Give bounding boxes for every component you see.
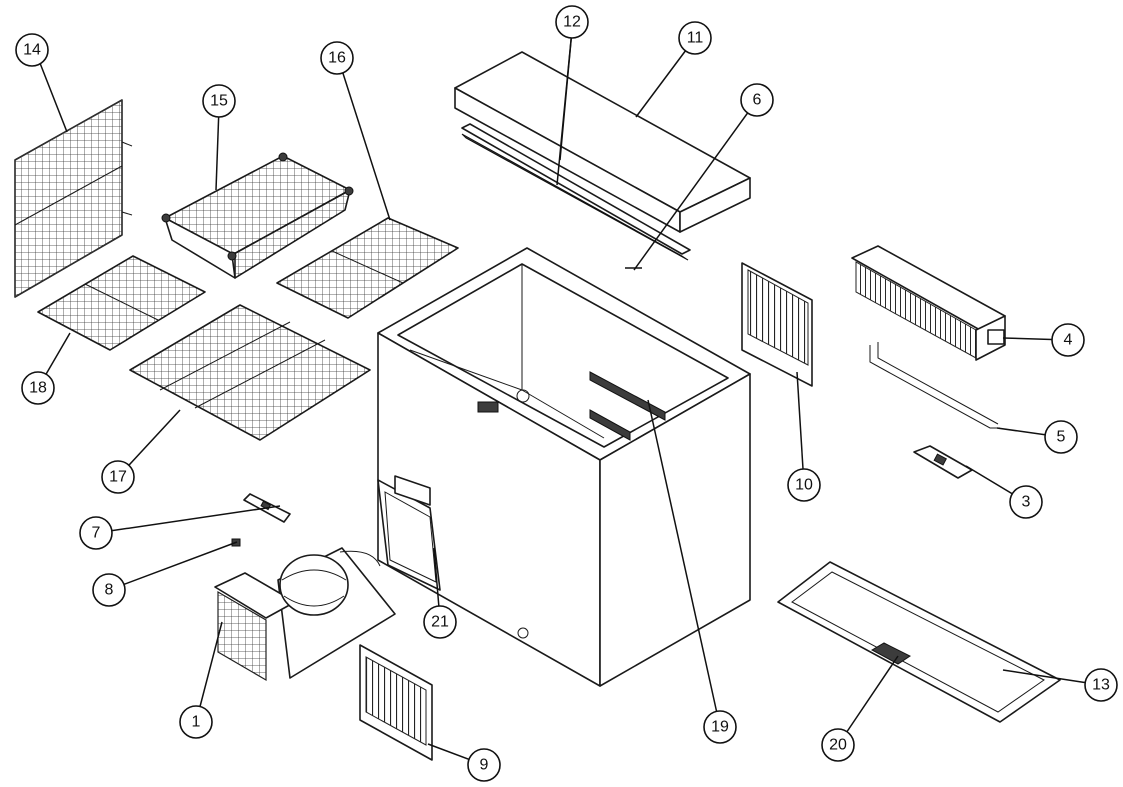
svg-text:7: 7 xyxy=(92,525,101,542)
svg-text:20: 20 xyxy=(829,737,847,754)
shelf-large-part xyxy=(129,304,371,441)
handle-part xyxy=(870,642,911,665)
callout-18: 18 xyxy=(21,371,55,405)
callout-16: 16 xyxy=(320,41,354,75)
callout-8: 8 xyxy=(92,573,126,607)
gasket-part xyxy=(461,123,691,261)
compressor-bracket-part xyxy=(377,475,441,591)
callout-1: 1 xyxy=(179,705,213,739)
svg-text:16: 16 xyxy=(328,50,346,67)
svg-text:13: 13 xyxy=(1092,677,1110,694)
svg-text:15: 15 xyxy=(210,93,228,110)
svg-text:17: 17 xyxy=(109,469,127,486)
svg-text:6: 6 xyxy=(753,92,762,109)
shelf-upper-part xyxy=(276,217,459,319)
svg-text:11: 11 xyxy=(687,30,704,47)
svg-text:12: 12 xyxy=(563,14,581,31)
rear-grille-part xyxy=(741,262,813,387)
tube-part xyxy=(869,342,1000,429)
callout-20: 20 xyxy=(821,728,855,762)
callout-11: 11 xyxy=(678,21,712,55)
svg-text:18: 18 xyxy=(29,380,47,397)
callout-21: 21 xyxy=(423,605,457,639)
wire-basket-part xyxy=(161,152,354,279)
svg-text:14: 14 xyxy=(23,42,41,59)
callout-3: 3 xyxy=(1009,485,1043,519)
glass-lid-part xyxy=(777,561,1061,723)
callout-19: 19 xyxy=(703,710,737,744)
svg-text:5: 5 xyxy=(1057,429,1066,446)
callout-14: 14 xyxy=(15,33,49,67)
cabinet-body-part xyxy=(377,247,751,687)
svg-text:8: 8 xyxy=(105,582,114,599)
callout-10: 10 xyxy=(787,468,821,502)
callout-12: 12 xyxy=(555,5,589,39)
svg-text:21: 21 xyxy=(431,614,449,631)
shelf-small-part xyxy=(37,255,206,351)
svg-text:10: 10 xyxy=(795,477,813,494)
svg-text:19: 19 xyxy=(711,719,729,736)
svg-text:3: 3 xyxy=(1022,494,1031,511)
front-grille-part xyxy=(359,644,433,761)
callout-15: 15 xyxy=(202,84,236,118)
svg-text:4: 4 xyxy=(1064,332,1073,349)
callout-5: 5 xyxy=(1044,420,1078,454)
lid-part xyxy=(454,51,751,233)
callout-7: 7 xyxy=(79,516,113,550)
callout-6: 6 xyxy=(740,83,774,117)
callout-17: 17 xyxy=(101,460,135,494)
bracket-small-part xyxy=(913,445,973,479)
callout-13: 13 xyxy=(1084,668,1118,702)
callout-9: 9 xyxy=(467,748,501,782)
condensing-unit-part xyxy=(214,547,396,682)
evaporator-coil-part xyxy=(851,245,1006,361)
wire-divider-part xyxy=(14,99,133,298)
svg-text:1: 1 xyxy=(192,714,201,731)
callout-4: 4 xyxy=(1051,323,1085,357)
svg-text:9: 9 xyxy=(480,757,489,774)
